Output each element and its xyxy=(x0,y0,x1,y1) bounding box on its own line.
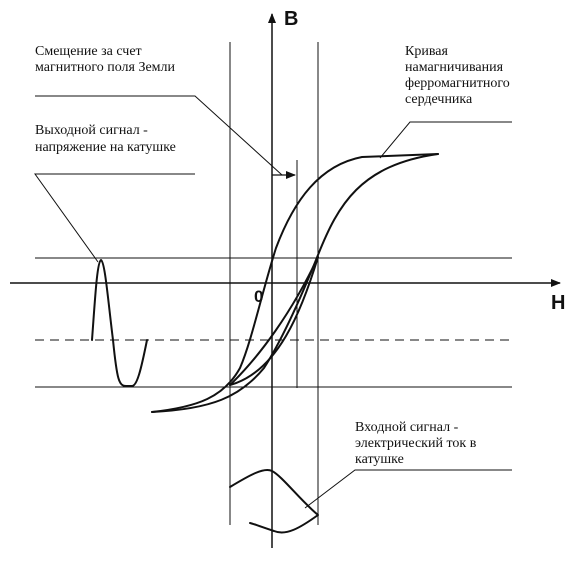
curve-line-2: намагничивания xyxy=(405,60,504,75)
input-signal-line-2: электрический ток в xyxy=(355,436,477,451)
minor-loop-upper xyxy=(229,256,319,386)
input-signal-leader xyxy=(304,469,512,509)
output-signal-leader xyxy=(34,173,195,263)
curve-leader xyxy=(379,121,512,159)
output-signal-line-2: напряжение на катушке xyxy=(35,140,176,155)
earth-offset-line-2: магнитного поля Земли xyxy=(35,60,176,75)
curve-line-3: ферромагнитного xyxy=(405,76,510,91)
hysteresis-lower-branch xyxy=(151,153,439,413)
origin-label: 0 xyxy=(254,287,264,306)
magnetization-curve xyxy=(151,153,439,413)
curve-line-4: сердечника xyxy=(405,92,473,107)
earth-offset-line-1: Смещение за счет xyxy=(35,44,142,59)
minor-loop-lower xyxy=(229,256,319,386)
hysteresis-upper-branch xyxy=(151,153,439,413)
output-signal-line-1: Выходной сигнал - xyxy=(35,123,148,138)
input-signal-line-3: катушке xyxy=(355,452,404,467)
input-signal-line-1: Входной сигнал - xyxy=(355,420,459,435)
output-signal-wave xyxy=(91,259,148,387)
earth-offset-leader xyxy=(35,95,283,176)
input-signal-wave xyxy=(229,469,319,534)
b-axis-label: B xyxy=(284,8,299,30)
h-axis-label: H xyxy=(551,292,566,314)
curve-line-1: Кривая xyxy=(405,44,448,59)
